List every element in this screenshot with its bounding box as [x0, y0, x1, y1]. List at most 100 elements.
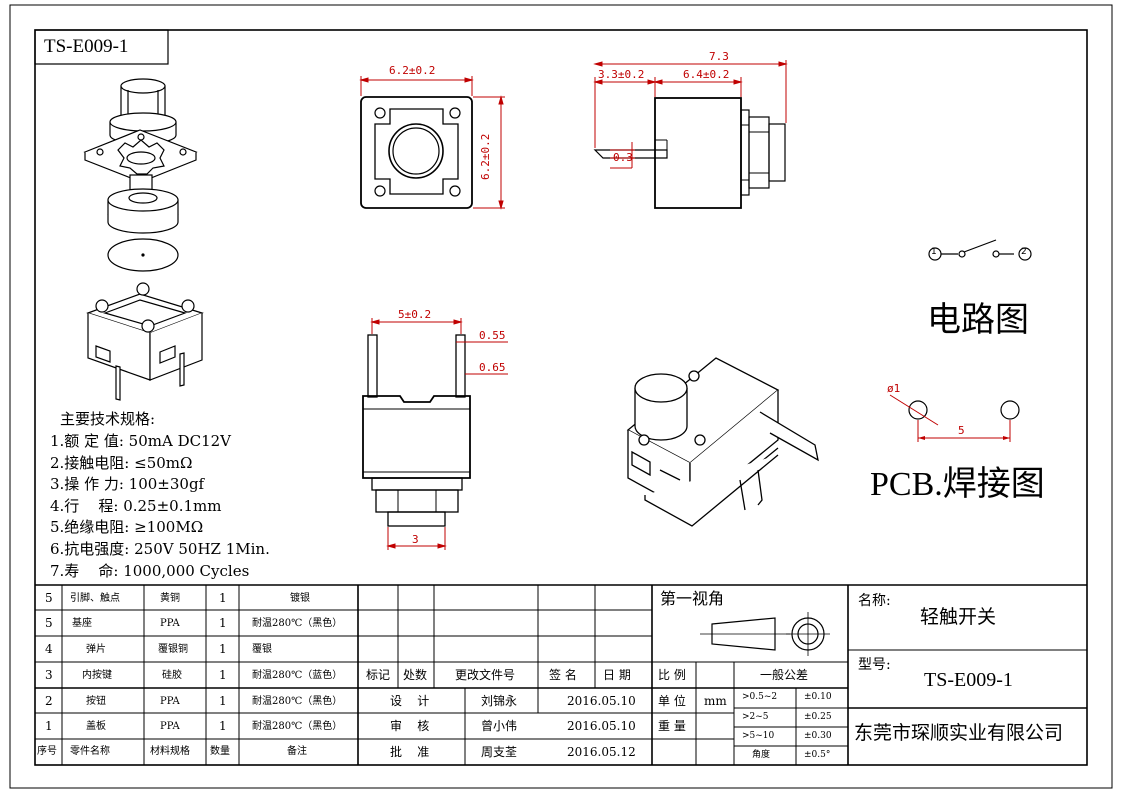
dim-side-body: 6.4±0.2 [683, 68, 730, 81]
bom-note: 镀银 [290, 593, 310, 604]
bom-note: 覆银 [252, 644, 272, 655]
approval-name: 周支荃 [481, 745, 518, 759]
circuit-title: 电路图 [927, 302, 1029, 339]
approval-role: 设 计 [390, 694, 430, 708]
model-code-label: TS-E009-1 [44, 36, 129, 57]
rev-mark-header: 标记 [366, 668, 391, 682]
circuit-terminal-1: 1 [931, 247, 937, 257]
spec-line: 7.寿 命: 1000,000 Cycles [50, 562, 250, 580]
weight-label: 重 量 [658, 719, 686, 733]
spec-line: 3.操 作 力: 100±30gf [50, 475, 205, 493]
dim-side-pin: 0.3 [613, 151, 633, 164]
bom-material: 覆银铜 [158, 644, 188, 655]
table-grid [35, 584, 1087, 765]
isometric-view [626, 357, 819, 527]
tolerance-range: 角度 [752, 750, 771, 760]
dim-pcb-pitch: 5 [958, 424, 965, 437]
unit-label: 单 位 [658, 694, 686, 708]
projection-label: 第一视角 [660, 591, 725, 608]
circuit-symbol [928, 239, 1032, 261]
circuit-terminal-2: 2 [1021, 247, 1027, 257]
outer-border [9, 4, 1113, 789]
bom-qty: 1 [219, 616, 227, 630]
bom-material: PPA [160, 721, 180, 732]
tolerance-value: ±0.10 [804, 692, 832, 702]
spec-line: 4.行 程: 0.25±0.1mm [50, 497, 222, 515]
bom-part-name: 引脚、触点 [70, 593, 120, 604]
spec-line: 6.抗电强度: 250V 50HZ 1Min. [50, 540, 270, 558]
bom-note: 耐温280℃（黑色） [252, 721, 343, 732]
name-label: 名称: [858, 593, 891, 609]
bom-note: 耐温280℃（黑色） [252, 696, 343, 707]
bom-part-name: 按钮 [86, 696, 106, 707]
approval-name: 刘锦永 [481, 694, 518, 708]
rev-date-header: 日 期 [603, 668, 631, 682]
exploded-view [83, 78, 204, 401]
model-value: TS-E009-1 [924, 669, 1013, 691]
bom-note: 耐温280℃（蓝色） [252, 670, 343, 681]
bom-qty: 1 [219, 591, 227, 605]
scale-label: 比 例 [658, 668, 686, 682]
bom-header-qty: 数量 [210, 746, 230, 757]
side-view [593, 97, 786, 209]
first-angle-symbol [700, 612, 830, 656]
pcb-layout [889, 394, 1020, 442]
tolerance-value: ±0.5° [804, 750, 831, 760]
top-view [360, 96, 473, 209]
approval-date: 2016.05.12 [567, 745, 636, 759]
bom-seq: 1 [45, 719, 53, 733]
bom-header-seq: 序号 [37, 746, 57, 757]
model-label: 型号: [858, 657, 891, 673]
unit-value: mm [704, 694, 727, 708]
dim-front-pitch: 5±0.2 [398, 308, 432, 321]
dim-front-button: 3 [412, 533, 419, 546]
specs-title: 主要技术规格: [60, 410, 156, 428]
spec-line: 1.额 定 值: 50mA DC12V [50, 432, 232, 450]
tolerance-range: >2~5 [742, 712, 769, 722]
bom-seq: 2 [45, 694, 53, 708]
tolerance-value: ±0.30 [804, 731, 832, 741]
bom-material: PPA [160, 618, 180, 629]
tolerance-range: >5~10 [742, 731, 775, 741]
top-view-dimensions [359, 76, 505, 210]
front-view [362, 334, 471, 527]
model-code-box [34, 29, 169, 65]
tolerance-range: >0.5~2 [742, 692, 778, 702]
bom-qty: 1 [219, 668, 227, 682]
bom-part-name: 内按键 [82, 670, 112, 681]
dim-top-height: 6.2±0.2 [479, 133, 492, 180]
bom-material: 硅胶 [162, 670, 182, 681]
inner-border [34, 29, 1088, 766]
bom-header-material: 材料规格 [150, 746, 190, 757]
approval-role: 批 准 [390, 745, 430, 759]
bom-part-name: 盖板 [86, 721, 106, 732]
front-view-dimensions [370, 318, 508, 550]
rev-doc-header: 更改文件号 [455, 668, 516, 682]
approval-role: 审 核 [390, 719, 430, 733]
approval-date: 2016.05.10 [567, 694, 636, 708]
rev-sign-header: 签 名 [549, 668, 577, 682]
company-name: 东莞市琛顺实业有限公司 [854, 722, 1064, 744]
spec-line: 2.接触电阻: ≤50mΩ [50, 454, 193, 472]
dim-front-pin-b: 0.65 [479, 361, 506, 374]
tolerance-value: ±0.25 [804, 712, 832, 722]
bom-header-note: 备注 [287, 746, 307, 757]
product-name: 轻触开关 [920, 606, 997, 628]
pcb-title: PCB.焊接图 [870, 466, 1045, 503]
bom-part-name: 基座 [72, 618, 92, 629]
dim-side-total: 7.3 [709, 50, 729, 63]
approval-name: 曾小伟 [481, 719, 518, 733]
bom-part-name: 弹片 [86, 644, 106, 655]
bom-material: PPA [160, 696, 180, 707]
bom-qty: 1 [219, 694, 227, 708]
dim-pcb-hole: ø1 [887, 382, 901, 395]
spec-line: 5.绝缘电阻: ≥100MΩ [50, 518, 204, 536]
bom-seq: 5 [45, 591, 53, 605]
dim-top-width: 6.2±0.2 [389, 64, 436, 77]
rev-count-header: 处数 [403, 668, 428, 682]
dim-side-left: 3.3±0.2 [598, 68, 645, 81]
dim-front-pin-a: 0.55 [479, 329, 506, 342]
bom-note: 耐温280℃（黑色） [252, 618, 343, 629]
